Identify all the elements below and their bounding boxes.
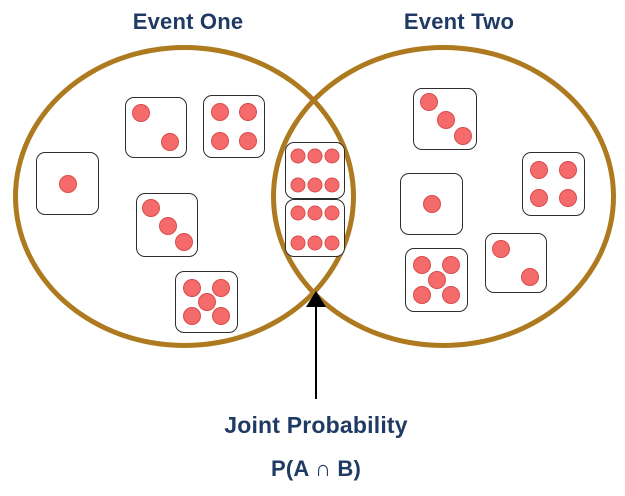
die-pip bbox=[211, 103, 230, 122]
die-face-4-event-two bbox=[522, 152, 585, 216]
die-pip bbox=[58, 174, 77, 193]
die-face-5-event-one bbox=[175, 271, 238, 333]
die-pip bbox=[419, 93, 438, 112]
die-face-6w-intersection bbox=[285, 199, 345, 257]
die-face-2-event-two bbox=[485, 233, 547, 293]
die-pip bbox=[175, 233, 194, 252]
die-pip bbox=[182, 278, 201, 297]
die-pip bbox=[307, 205, 323, 221]
die-pip bbox=[238, 131, 257, 150]
die-pip bbox=[412, 256, 431, 275]
die-pip bbox=[422, 195, 441, 213]
die-pip bbox=[211, 131, 230, 150]
die-pip bbox=[182, 307, 201, 326]
die-face-3-event-one bbox=[136, 193, 198, 257]
die-pip bbox=[521, 267, 540, 286]
die-pip bbox=[161, 132, 180, 151]
die-pip bbox=[453, 126, 472, 145]
die-pip bbox=[212, 307, 231, 326]
die-face-3-event-two bbox=[413, 88, 477, 150]
die-pip bbox=[290, 235, 306, 251]
die-pip bbox=[324, 177, 340, 193]
die-pip bbox=[436, 110, 455, 129]
die-pip bbox=[132, 103, 150, 122]
die-pip bbox=[442, 285, 461, 304]
die-face-6w-intersection bbox=[285, 142, 345, 199]
die-pip bbox=[212, 278, 231, 297]
die-face-5-event-two bbox=[405, 248, 468, 312]
die-pip bbox=[492, 239, 510, 258]
die-pip bbox=[530, 160, 549, 179]
die-pip bbox=[412, 285, 431, 304]
die-pip bbox=[290, 177, 306, 193]
joint-probability-label: Joint Probability bbox=[224, 412, 408, 438]
arrow-head-icon bbox=[306, 291, 326, 307]
die-face-1-event-one bbox=[36, 152, 99, 215]
die-pip bbox=[442, 256, 461, 275]
event-one-title: Event One bbox=[132, 9, 244, 34]
die-pip bbox=[530, 189, 549, 208]
die-pip bbox=[158, 216, 177, 235]
die-pip bbox=[142, 198, 161, 217]
die-face-4-event-one bbox=[203, 95, 265, 158]
die-pip bbox=[290, 148, 306, 164]
die-pip bbox=[427, 271, 446, 289]
die-pip bbox=[558, 160, 577, 179]
arrow-shaft bbox=[315, 306, 317, 399]
die-pip bbox=[290, 205, 306, 221]
die-pip bbox=[307, 177, 323, 193]
die-pip bbox=[307, 148, 323, 164]
die-pip bbox=[197, 293, 216, 311]
die-pip bbox=[324, 205, 340, 221]
event-two-title: Event Two bbox=[403, 9, 515, 34]
die-pip bbox=[324, 148, 340, 164]
event-two-circle bbox=[271, 45, 616, 348]
die-face-2-event-one bbox=[125, 97, 187, 158]
die-pip bbox=[307, 235, 323, 251]
die-face-1-event-two bbox=[400, 173, 463, 235]
die-pip bbox=[238, 103, 257, 122]
joint-probability-formula: P(A ∩ B) bbox=[271, 456, 361, 481]
die-pip bbox=[558, 189, 577, 208]
die-pip bbox=[324, 235, 340, 251]
